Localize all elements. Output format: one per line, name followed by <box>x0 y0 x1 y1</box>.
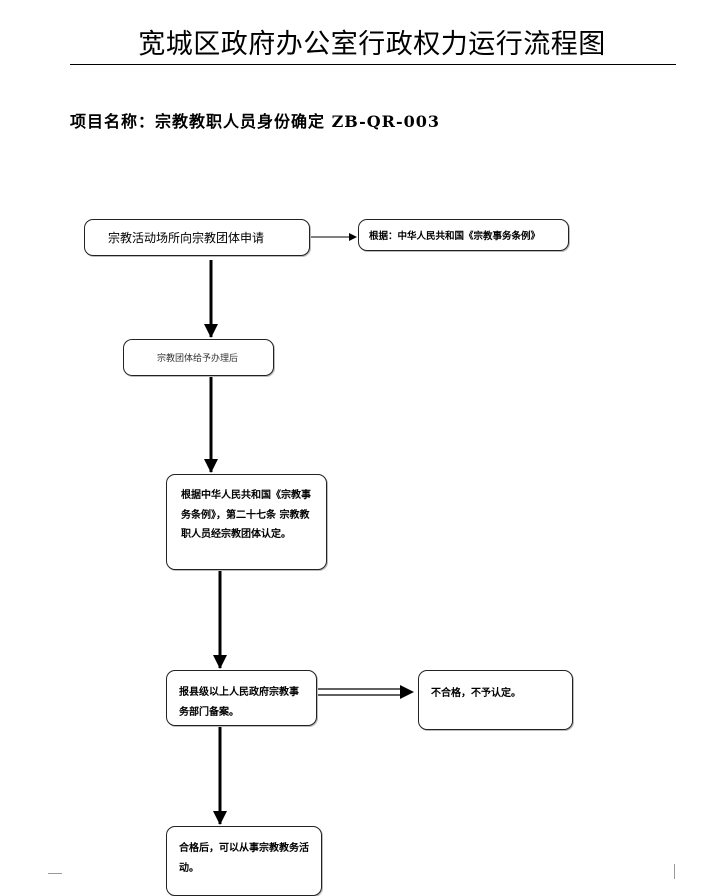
step-filing-box: 报县级以上人民政府宗教事务部门备案。 <box>166 670 317 726</box>
page-corner-mark-right <box>674 864 675 879</box>
step-certify-text: 根据中华人民共和国《宗教事务条例》，第二十七条 宗教教职人员经宗教团体认定。 <box>181 490 311 540</box>
legal-basis-box: 根据：中华人民共和国《宗教事务条例》 <box>358 219 569 251</box>
step-apply-text: 宗教活动场所向宗教团体申请 <box>108 231 265 245</box>
step-apply-box: 宗教活动场所向宗教团体申请 <box>84 219 310 256</box>
step-process-box: 宗教团体给予办理后 <box>123 339 274 376</box>
project-name: 项目名称：宗教教职人员身份确定 ZB-QR-003 <box>70 112 440 131</box>
step-filing-text: 报县级以上人民政府宗教事务部门备案。 <box>179 687 299 718</box>
reject-box: 不合格，不予认定。 <box>418 670 573 730</box>
step-approved-text: 合格后，可以从事宗教教务活动。 <box>179 843 309 874</box>
step-approved-box: 合格后，可以从事宗教教务活动。 <box>166 826 322 896</box>
step-process-text: 宗教团体给予办理后 <box>157 354 239 364</box>
page-title: 宽城区政府办公室行政权力运行流程图 <box>138 29 606 60</box>
arrow-step4-to-reject <box>317 685 414 699</box>
title-divider <box>70 64 676 65</box>
legal-basis-text: 根据：中华人民共和国《宗教事务条例》 <box>369 231 541 242</box>
step-certify-box: 根据中华人民共和国《宗教事务条例》，第二十七条 宗教教职人员经宗教团体认定。 <box>166 474 327 570</box>
page-corner-mark-left <box>48 873 62 882</box>
reject-text: 不合格，不予认定。 <box>431 688 521 699</box>
